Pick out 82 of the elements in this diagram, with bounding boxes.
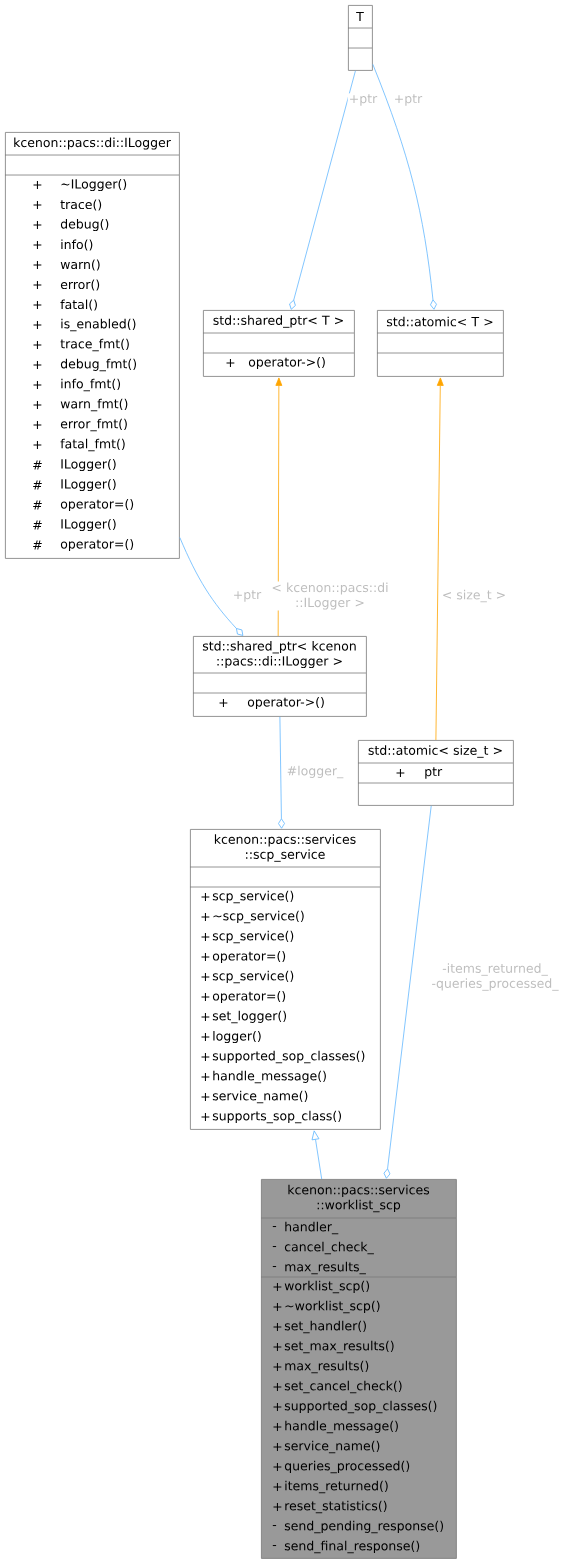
edge-label: +ptr: [347, 93, 379, 107]
member-entry: + set_max_results(): [273, 1340, 394, 1354]
class-name: T: [356, 11, 364, 22]
member-entry: + operator=(): [201, 950, 286, 964]
member-entry: + service_name(): [201, 1090, 308, 1104]
member-entry: - max_results_: [272, 1261, 366, 1275]
arrow: [435, 377, 444, 741]
member-entry: + debug(): [33, 218, 109, 232]
class-box: [260, 1179, 457, 1559]
member-entry: # operator=(): [33, 538, 134, 552]
member-entry: + operator=(): [201, 990, 286, 1004]
class-box: [357, 740, 514, 806]
member-entry: + operator->(): [226, 356, 325, 370]
member-entry: # operator=(): [33, 498, 134, 512]
member-entry: + set_logger(): [201, 1010, 287, 1024]
member-entry: # ILogger(): [33, 458, 116, 472]
class-box: [202, 310, 355, 377]
member-entry: + ~scp_service(): [201, 910, 304, 924]
class-name: kcenon::pacs::services ::scp_service: [214, 834, 356, 862]
arrow: [179, 537, 244, 636]
member-entry: # ILogger(): [33, 478, 116, 492]
member-entry: + debug_fmt(): [33, 358, 136, 372]
class-box: [4, 132, 180, 559]
member-entry: + supported_sop_classes(): [201, 1050, 365, 1064]
member-entry: + warn(): [33, 259, 100, 271]
arrow: [278, 716, 285, 829]
member-entry: + operator->(): [219, 696, 324, 710]
member-entry: + handle_message(): [273, 1420, 398, 1434]
member-entry: + scp_service(): [201, 970, 294, 984]
class-box: [192, 636, 367, 717]
class-box: [376, 310, 504, 377]
member-entry: + fatal(): [33, 299, 97, 311]
class-name: std::shared_ptr< T >: [213, 315, 343, 328]
member-entry: - send_final_response(): [272, 1540, 420, 1554]
class-name: kcenon::pacs::di::ILogger: [14, 137, 171, 150]
member-entry: + max_results(): [273, 1360, 369, 1374]
member-entry: + worklist_scp(): [273, 1280, 370, 1294]
edge-label: +ptr: [392, 93, 424, 107]
member-entry: + ptr: [396, 767, 443, 779]
class-name: std::shared_ptr< kcenon ::pacs::di::ILogger >: [202, 640, 356, 669]
member-entry: + ~ILogger(): [33, 178, 127, 192]
edge-label: < kcenon::pacs::di ::ILogger >: [266, 581, 394, 611]
member-entry: + is_enabled(): [33, 318, 136, 332]
member-entry: + trace(): [33, 199, 102, 211]
class-box: [189, 829, 381, 1130]
edge-label: #logger_: [285, 764, 345, 780]
edge-label: -items_returned_ -queries_processed_: [419, 962, 567, 992]
arrow: [383, 805, 432, 1179]
member-entry: + scp_service(): [201, 930, 294, 944]
member-entry: + fatal_fmt(): [33, 438, 125, 452]
member-entry: + set_handler(): [273, 1320, 366, 1334]
arrow: [311, 1130, 323, 1180]
member-entry: + info_fmt(): [33, 378, 121, 392]
class-name: kcenon::pacs::services ::worklist_scp: [288, 1184, 430, 1213]
member-entry: + logger(): [201, 1030, 261, 1044]
member-entry: # ILogger(): [33, 518, 116, 532]
member-entry: + supports_sop_class(): [201, 1110, 341, 1124]
arrow: [289, 70, 356, 310]
class-name: std::atomic< T >: [386, 316, 493, 327]
member-entry: + warn_fmt(): [33, 398, 128, 412]
arrow: [275, 377, 283, 637]
member-entry: - cancel_check_: [272, 1241, 374, 1255]
class-box: [347, 5, 373, 71]
member-entry: + trace_fmt(): [33, 338, 129, 352]
member-entry: - send_pending_response(): [272, 1520, 444, 1534]
member-entry: + set_cancel_check(): [273, 1380, 402, 1394]
member-entry: - handler_: [272, 1221, 339, 1235]
member-entry: + items_returned(): [273, 1480, 388, 1494]
member-entry: + info(): [33, 239, 93, 251]
member-entry: + supported_sop_classes(): [273, 1400, 437, 1414]
member-entry: + scp_service(): [201, 890, 294, 904]
member-entry: + error_fmt(): [33, 418, 127, 432]
member-entry: + reset_statistics(): [273, 1500, 387, 1514]
edge-label: +ptr: [231, 589, 263, 603]
class-name: std::atomic< size_t >: [368, 745, 502, 758]
member-entry: + service_name(): [273, 1440, 380, 1454]
member-entry: + ~worklist_scp(): [273, 1300, 380, 1314]
member-entry: + handle_message(): [201, 1070, 326, 1084]
edge-label: < size_t >: [440, 588, 508, 604]
member-entry: + queries_processed(): [273, 1460, 410, 1474]
arrow: [372, 63, 437, 310]
member-entry: + error(): [33, 279, 100, 291]
